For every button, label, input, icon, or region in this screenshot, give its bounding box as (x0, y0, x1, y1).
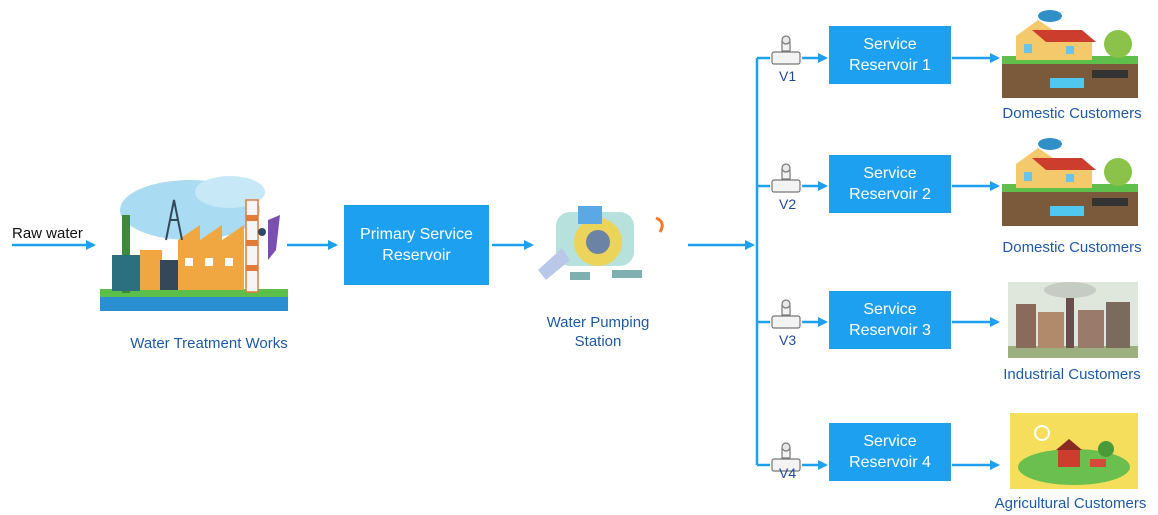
domestic-customers-2-label: Domestic Customers (1002, 239, 1142, 256)
agricultural-customers-label: Agricultural Customers (994, 495, 1147, 512)
valve-1-label: V1 (779, 68, 797, 84)
house-icon (1002, 138, 1138, 226)
valve-icon (771, 35, 801, 65)
service-reservoir-4-box: Service Reservoir 4 (829, 423, 951, 481)
valve-icon (771, 163, 801, 193)
valve-4-label: V4 (779, 465, 797, 481)
service-reservoir-2-label: Service Reservoir 2 (849, 165, 931, 203)
service-reservoir-1-box: Service Reservoir 1 (829, 26, 951, 84)
water-treatment-works-label: Water Treatment Works (130, 335, 288, 352)
primary-service-reservoir-box: Primary Service Reservoir (344, 205, 489, 285)
water-treatment-plant-icon (100, 176, 288, 311)
domestic-customers-1-label: Domestic Customers (1002, 105, 1142, 122)
industrial-customers-label: Industrial Customers (1003, 366, 1141, 383)
primary-service-reservoir-label: Primary Service Reservoir (360, 226, 473, 264)
service-reservoir-3-box: Service Reservoir 3 (829, 291, 951, 349)
valve-2-label: V2 (779, 196, 797, 212)
house-icon (1002, 10, 1138, 98)
valve-icon (771, 299, 801, 329)
valve-icon (771, 442, 801, 472)
valve-3-label: V3 (779, 332, 797, 348)
raw-water-label: Raw water (12, 225, 83, 242)
service-reservoir-1-label: Service Reservoir 1 (849, 36, 931, 74)
water-pump-icon (538, 206, 664, 280)
service-reservoir-4-label: Service Reservoir 4 (849, 433, 931, 471)
service-reservoir-2-box: Service Reservoir 2 (829, 155, 951, 213)
water-pumping-station-label: Water Pumping Station (546, 314, 650, 350)
farm-icon (1010, 413, 1138, 489)
service-reservoir-3-label: Service Reservoir 3 (849, 301, 931, 339)
factory-icon (1008, 282, 1138, 358)
